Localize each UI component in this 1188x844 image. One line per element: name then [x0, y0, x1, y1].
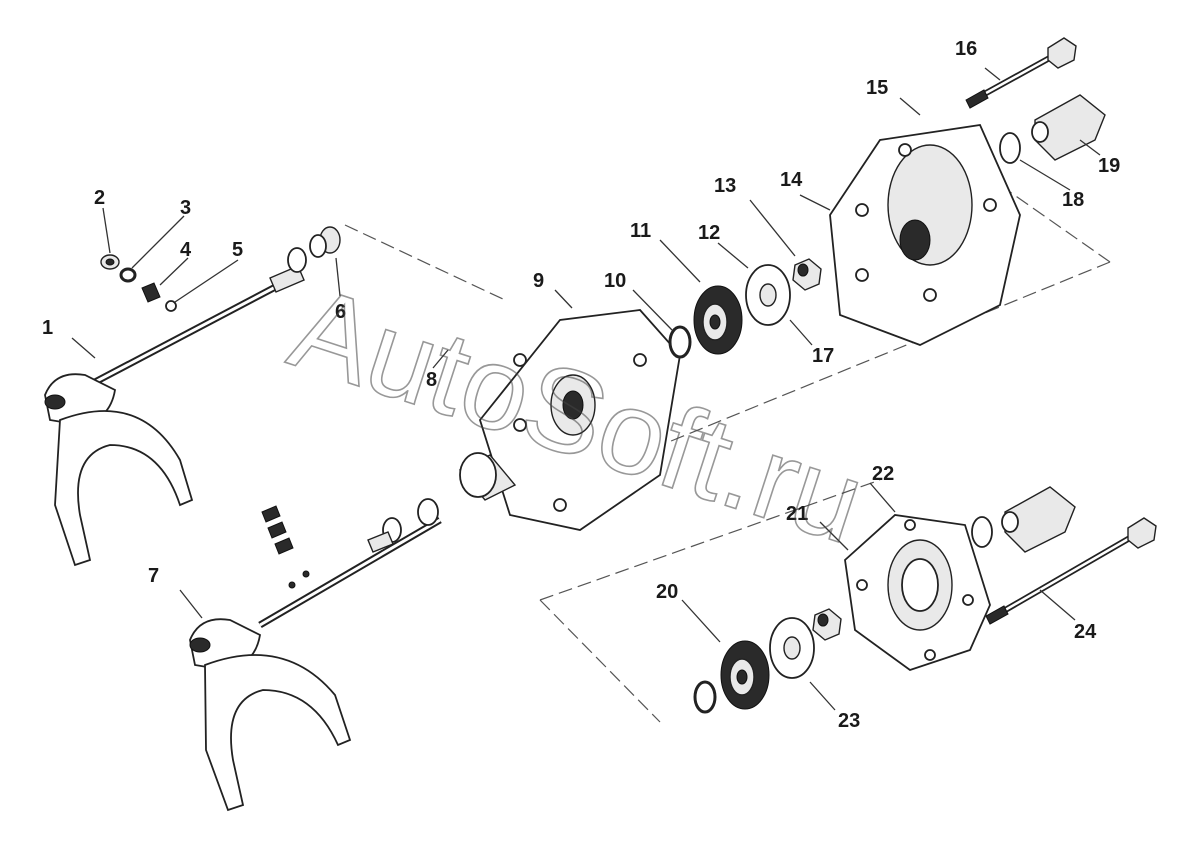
callout-12: 12 [698, 222, 720, 244]
callout-3: 3 [180, 197, 191, 219]
callout-20: 20 [656, 581, 678, 603]
callout-9: 9 [533, 270, 544, 292]
bushings-6 [287, 226, 341, 273]
upper-cover [829, 124, 1021, 346]
callout-23: 23 [838, 710, 860, 732]
callout-labels: 1 2 3 4 5 6 7 8 9 10 11 12 13 14 15 16 1… [42, 38, 1120, 732]
callout-24: 24 [1074, 621, 1097, 643]
callout-2: 2 [94, 187, 105, 209]
leader-lines [71, 67, 1101, 711]
callout-21: 21 [786, 503, 808, 525]
upper-shift-fork [44, 265, 305, 567]
sensor-upper [999, 94, 1106, 164]
callout-15: 15 [866, 77, 888, 99]
lower-bearing-stack [693, 608, 842, 714]
lower-shift-fork [189, 498, 442, 812]
callout-14: 14 [780, 169, 803, 191]
callout-4: 4 [180, 239, 192, 261]
upper-bolt [965, 37, 1077, 109]
callout-16: 16 [955, 38, 977, 60]
callout-7: 7 [148, 565, 159, 587]
callout-22: 22 [872, 463, 894, 485]
callout-13: 13 [714, 175, 736, 197]
callout-19: 19 [1098, 155, 1120, 177]
callout-6: 6 [335, 301, 346, 323]
callout-17: 17 [812, 345, 834, 367]
bearing-stack-10-13 [668, 258, 822, 359]
callout-8: 8 [426, 369, 437, 391]
small-components-2-5 [100, 254, 177, 312]
callout-11: 11 [630, 220, 651, 242]
lower-bolt [985, 517, 1157, 625]
main-housing [458, 309, 681, 531]
callout-10: 10 [604, 270, 626, 292]
callout-18: 18 [1062, 189, 1084, 211]
callout-5: 5 [232, 239, 243, 261]
sensor-lower [971, 486, 1076, 553]
lower-cover [844, 514, 991, 672]
callout-1: 1 [42, 317, 53, 339]
